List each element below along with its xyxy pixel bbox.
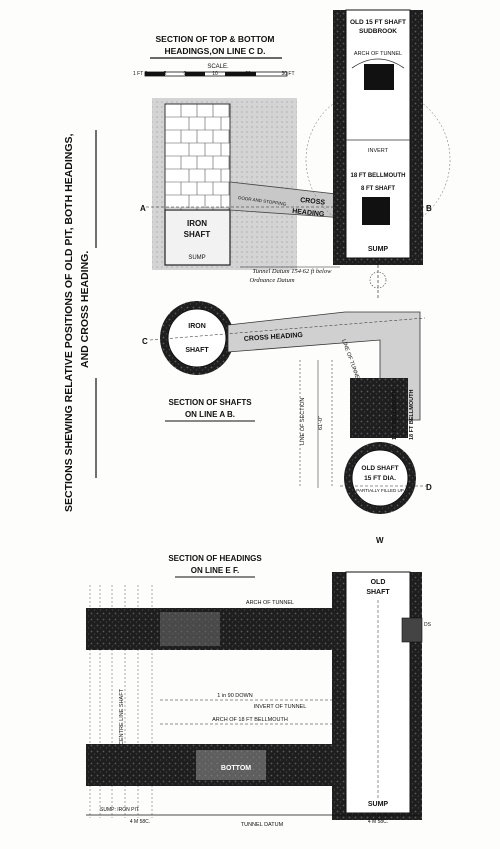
- scale-tick-4: 20: [245, 71, 251, 77]
- old-shaft-top-invert: INVERT: [368, 148, 389, 154]
- plan-line-of-section: LINE OF SECTION: [300, 398, 306, 445]
- scale-bar: 1 FT 8 5 0 10 20 30 FT: [133, 71, 295, 77]
- bottom-gradient: 1 in 90 DOWN: [217, 693, 252, 699]
- datum-line-2: Ordnance Datum: [249, 277, 294, 284]
- top-heading-highlight: [160, 612, 220, 646]
- plan-dia: 15 FT DIA.: [364, 475, 396, 482]
- brick-shaft: [164, 103, 231, 211]
- section-plan-ab: IRON SHAFT CROSS HEADING C SECTION OF SH…: [142, 301, 432, 545]
- plan-old-shaft: OLD SHAFT: [361, 465, 398, 472]
- iron-shaft-plan-bore: [167, 308, 227, 368]
- side-title-line1: SECTIONS SHEWING RELATIVE POSITIONS OF O…: [63, 134, 75, 512]
- top-title-1: SECTION OF TOP & BOTTOM: [155, 34, 274, 44]
- plan-bellmouth-2: 18 FT BELLMOUTH: [409, 390, 415, 440]
- cross-heading-top-label-1: CROSS: [300, 197, 326, 207]
- section-bottom-ef: SECTION OF HEADINGS ON LINE E F. OLD SHA…: [86, 554, 432, 828]
- cross-heading-top-label-2: HEADING: [292, 208, 325, 218]
- bottom-old: OLD: [371, 579, 386, 586]
- old-shaft-plan-bore: [351, 449, 409, 507]
- bottom-side-label: DS: [424, 622, 432, 628]
- scale-tick-2: 0: [184, 71, 187, 77]
- plan-cross-heading: CROSS HEADING: [244, 332, 304, 343]
- scale-left: 1 FT 8: [133, 71, 148, 77]
- side-title: SECTIONS SHEWING RELATIVE POSITIONS OF O…: [63, 130, 97, 512]
- iron-shaft-sump: SUMP: [188, 255, 205, 261]
- bottom-centre-line: CENTRE LINE SHAFT: [119, 688, 125, 745]
- bottom-invert-tunnel: INVERT OF TUNNEL: [254, 704, 307, 710]
- bottom-arch-bellmouth: ARCH OF 18 FT BELLMOUTH: [212, 717, 288, 723]
- line-c-d: [149, 317, 426, 341]
- old-shaft-top-sump: SUMP: [368, 246, 389, 253]
- old-shaft-top-shaft: 8 FT SHAFT: [361, 186, 395, 192]
- scale-tick-5: 30 FT: [281, 71, 294, 77]
- top-title-2: HEADINGS,ON LINE C D.: [164, 46, 265, 56]
- scale-label: SCALE.: [207, 64, 229, 70]
- bottom-dim-left: 4 M 58C.: [130, 819, 150, 825]
- bottom-heading-label: BOTTOM: [221, 765, 251, 772]
- plan-title-1: SECTION OF SHAFTS: [168, 398, 252, 407]
- tunnel-upper-opening: [364, 64, 394, 90]
- bottom-shaft: SHAFT: [366, 589, 390, 596]
- plan-shaft: SHAFT: [185, 347, 209, 354]
- old-shaft-plan-stem: [350, 378, 408, 438]
- heading-note: DOOR AND STOPPING: [238, 195, 287, 207]
- bottom-title-1: SECTION OF HEADINGS: [168, 554, 262, 563]
- tunnel-arch-curve: [351, 58, 405, 69]
- guide-lines: [89, 585, 153, 818]
- plan-bellmouth-1: 18 FT BELLMOUTH: [392, 390, 398, 440]
- scale-tick-1: 5: [164, 71, 167, 77]
- plan-filled: PARTIALLY FILLED UP: [356, 488, 403, 493]
- iron-shaft-label-1: IRON: [187, 219, 207, 228]
- bottom-heading-highlight: [196, 750, 266, 780]
- side-box: [401, 617, 423, 643]
- side-title-line2: AND CROSS HEADING.: [79, 251, 91, 368]
- bottom-dim-right: 4 M 58C.: [368, 819, 388, 825]
- marker-w: W: [376, 536, 384, 545]
- old-shaft-top-title-1: OLD 15 FT SHAFT: [350, 19, 406, 26]
- shaft-marker-circle: [369, 271, 387, 289]
- marker-d: D: [426, 483, 432, 492]
- bottom-sump-left: SUMP: IRON PIT: [100, 807, 139, 813]
- lower-heading-opening: [362, 197, 390, 225]
- scale-tick-3: 10: [212, 71, 218, 77]
- iron-shaft-label-2: SHAFT: [184, 230, 211, 239]
- iron-shaft-box: [164, 209, 231, 266]
- old-shaft-top-arch: ARCH OF TUNNEL: [354, 51, 402, 57]
- marker-b: B: [426, 204, 432, 213]
- datum-line-1: Tunnel Datum 154·62 ft below: [253, 268, 333, 275]
- plan-title-2: ON LINE A B.: [185, 410, 235, 419]
- section-top-cd: SECTION OF TOP & BOTTOM HEADINGS,ON LINE…: [133, 34, 432, 284]
- marker-a: A: [140, 204, 146, 213]
- bottom-sump: SUMP: [368, 801, 389, 808]
- marker-c: C: [142, 337, 148, 346]
- bottom-datum: TUNNEL DATUM: [241, 822, 284, 828]
- bottom-arch-tunnel: ARCH OF TUNNEL: [246, 600, 294, 606]
- old-shaft-top: OLD 15 FT SHAFT SUDBROOK ARCH OF TUNNEL …: [305, 9, 451, 300]
- plan-dim: 61'-0": [318, 416, 324, 430]
- bottom-title-2: ON LINE E F.: [191, 566, 239, 575]
- old-shaft-top-title-2: SUDBROOK: [359, 28, 397, 35]
- plan-iron: IRON: [188, 323, 206, 330]
- old-shaft-top-bellmouth: 18 FT BELLMOUTH: [351, 173, 406, 179]
